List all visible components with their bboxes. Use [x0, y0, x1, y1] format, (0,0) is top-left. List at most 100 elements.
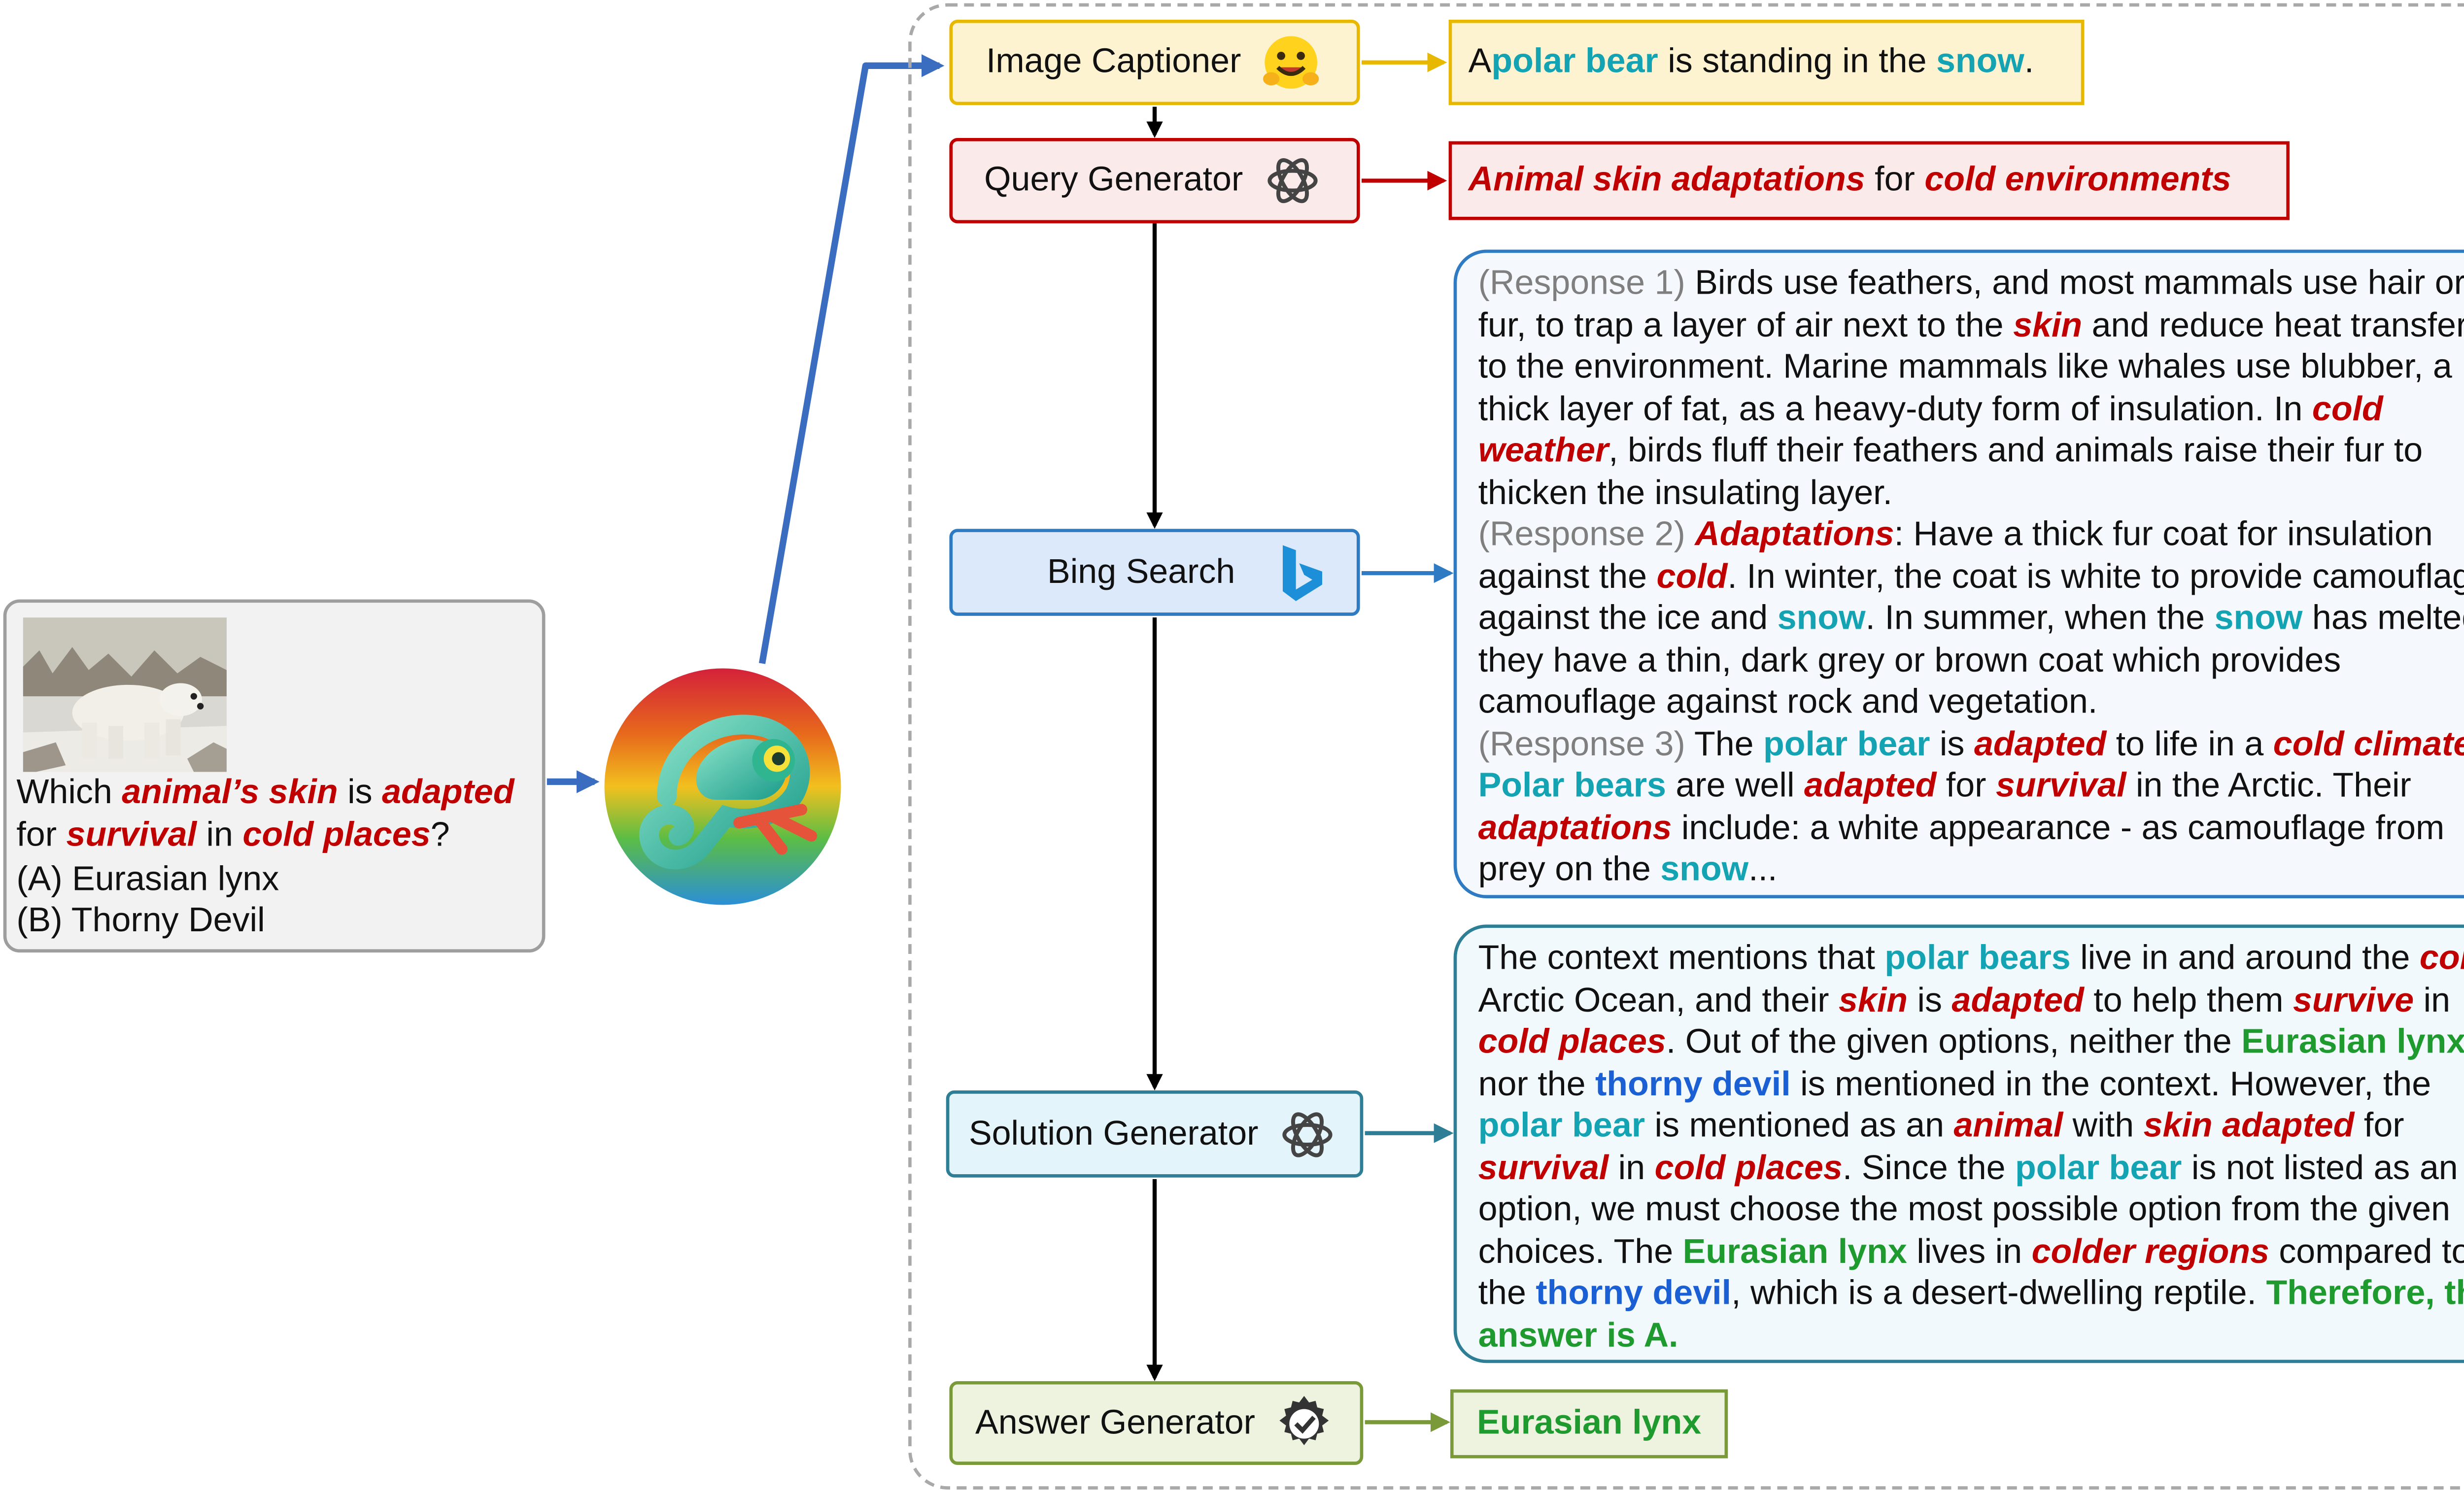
search_results-text-span: are well	[1666, 767, 1804, 805]
search_results-text-span: Adaptations	[1695, 515, 1894, 554]
search_results-text-span: camouflage against rock and vegetation.	[1478, 683, 2098, 721]
image-captioner-module: Image Captioner	[949, 19, 1360, 105]
search_results-text-span: thicken the insulating layer.	[1478, 474, 1893, 512]
solution-text-span: thorny devil	[1536, 1274, 1732, 1312]
query-term-1: Animal skin adaptations	[1468, 161, 1865, 199]
search_results-text-span: has melted,	[2312, 599, 2464, 638]
search_results-text-span: cold climate	[2273, 725, 2464, 763]
search_results-line: adaptations include: a white appearance …	[1478, 807, 2464, 849]
search_results-text-span: include: a white appearance - as camoufl…	[1672, 809, 2445, 847]
question-text-span: for	[16, 816, 67, 854]
solution-text-span: polar bears	[1884, 939, 2071, 978]
solution-text-span: the	[1478, 1274, 1536, 1312]
solution-line: option, we must choose the most possible…	[1478, 1189, 2464, 1231]
search_results-text-span: cold	[2312, 390, 2383, 428]
solution-text-span: Arctic Ocean, and their	[1478, 981, 1839, 1019]
option-a: (A) Eurasian lynx	[16, 860, 279, 899]
option-b: (B) Thorny Devil	[16, 901, 265, 940]
answer-generator-module: Answer Generator	[949, 1381, 1364, 1465]
solution-text-span: cold places	[1478, 1023, 1666, 1061]
query-connector: for	[1865, 161, 1925, 199]
search_results-line: (Response 1) Birds use feathers, and mos…	[1478, 263, 2464, 305]
search_results-text-span: cold	[1656, 557, 1728, 596]
search_results-text-span: prey on the	[1478, 850, 1661, 889]
solution-line: cold places. Out of the given options, n…	[1478, 1021, 2464, 1063]
search_results-text-span: fur, to trap a layer of air next to the	[1478, 306, 2014, 344]
caption-text-3: .	[2024, 42, 2034, 81]
search-results-box: (Response 1) Birds use feathers, and mos…	[1453, 249, 2464, 899]
search_results-text-span: . In winter, the coat is white to provid…	[1727, 557, 2464, 596]
search_results-text-span: against the	[1478, 557, 1657, 596]
solution-line: polar bear is mentioned as an animal wit…	[1478, 1105, 2464, 1147]
solution-text-span: polar bear	[2015, 1149, 2182, 1187]
solution-text-span: skin adapted	[2143, 1107, 2355, 1145]
solution-text-span: Eurasian lynx	[2241, 1023, 2464, 1061]
question-text-span: Which	[16, 773, 122, 812]
question-text-span: survival	[66, 816, 197, 854]
arrow-planner-to-captioner	[758, 54, 945, 664]
search_results-text-span: snow	[1777, 599, 1866, 638]
solution-line: The context mentions that polar bears li…	[1478, 938, 2464, 980]
search_results-line: fur, to trap a layer of air next to the …	[1478, 305, 2464, 346]
search_results-text-span	[1685, 516, 1695, 554]
solution-text-span: animal	[1953, 1107, 2063, 1145]
solution-line: choices. The Eurasian lynx lives in cold…	[1478, 1231, 2464, 1273]
search_results-text-span: weather	[1478, 432, 1609, 470]
hugging-face-icon	[1258, 30, 1323, 95]
module-inventory-panel	[908, 3, 2464, 1490]
search_results-text-span: Birds use feathers, and most mammals use…	[1685, 264, 2464, 303]
question-text-span: in	[197, 816, 243, 854]
search_results-text-span: snow	[2214, 599, 2303, 638]
search_results-text-span: (Response 2)	[1478, 515, 1685, 554]
solution-text-span: in	[1608, 1149, 1655, 1187]
solution-text-span: option, we must choose the most possible…	[1478, 1190, 2451, 1229]
solution-text-span: polar bear	[1478, 1107, 1645, 1145]
question-text-span: ?	[430, 816, 450, 854]
solution-text-span: nor the	[1478, 1065, 1595, 1103]
query-generator-label: Query Generator	[984, 161, 1243, 199]
solution-text-span: . Out of the given options, neither the	[1666, 1023, 2242, 1061]
openai-icon	[1275, 1101, 1340, 1167]
question-line: for survival in cold places?	[16, 814, 542, 857]
solution-text-span: cold	[2419, 939, 2464, 978]
solution-text-span: lives in	[1907, 1232, 2032, 1270]
solution-text-span: , which is a desert-dwelling reptile.	[1731, 1274, 2266, 1312]
solution-text-span: skin	[1838, 981, 1908, 1019]
search_results-text-span: adaptations	[1478, 809, 1672, 847]
solution-line: nor the thorny devil is mentioned in the…	[1478, 1063, 2464, 1105]
caption-text-1: A	[1468, 42, 1492, 81]
solution-text-span: Therefore, the	[2266, 1274, 2464, 1312]
solution-text-span: cold places	[1654, 1149, 1843, 1187]
search_results-text-span: Polar bears	[1478, 767, 1666, 805]
search_results-line: camouflage against rock and vegetation.	[1478, 681, 2464, 723]
solution-text-span: in	[2414, 981, 2451, 1019]
solution-text-span: is not listed as an	[2182, 1149, 2458, 1187]
solution-text-span: with	[2063, 1107, 2144, 1145]
bing-search-module: Bing Search	[949, 529, 1360, 616]
search_results-text-span: adapted	[1974, 725, 2107, 763]
search_results-line: against the ice and snow. In summer, whe…	[1478, 598, 2464, 640]
search_results-line: they have a thin, dark grey or brown coa…	[1478, 640, 2464, 681]
search_results-text-span: for	[1936, 767, 1996, 805]
search_results-line: thick layer of fat, as a heavy-duty form…	[1478, 388, 2464, 430]
search_results-text-span: they have a thin, dark grey or brown coa…	[1478, 641, 2341, 679]
question-text-span: animal’s skin	[122, 773, 338, 812]
solution-text-span: adapted	[1951, 981, 2084, 1019]
solution-text-span: is mentioned in the context. However, th…	[1790, 1065, 2431, 1103]
answer-generator-label: Answer Generator	[975, 1403, 1256, 1441]
bing-search-label: Bing Search	[1047, 552, 1235, 591]
solution-text-span: choices. The	[1478, 1232, 1683, 1270]
search_results-line: (Response 2) Adaptations: Have a thick f…	[1478, 514, 2464, 556]
search_results-text-span: polar bear	[1763, 725, 1930, 763]
search_results-text-span: . In summer, when the	[1865, 599, 2215, 638]
solution-generator-module: Solution Generator	[946, 1090, 1364, 1178]
solution-text-span: Eurasian lynx	[1682, 1232, 1907, 1270]
solution-line: answer is A.	[1478, 1315, 2464, 1357]
solution-text-span: The context mentions that	[1478, 939, 1885, 978]
solution-line: Arctic Ocean, and their skin is adapted …	[1478, 980, 2464, 1021]
search_results-text-span: to life in a	[2106, 725, 2273, 763]
answer-output: Eurasian lynx	[1450, 1389, 1728, 1459]
